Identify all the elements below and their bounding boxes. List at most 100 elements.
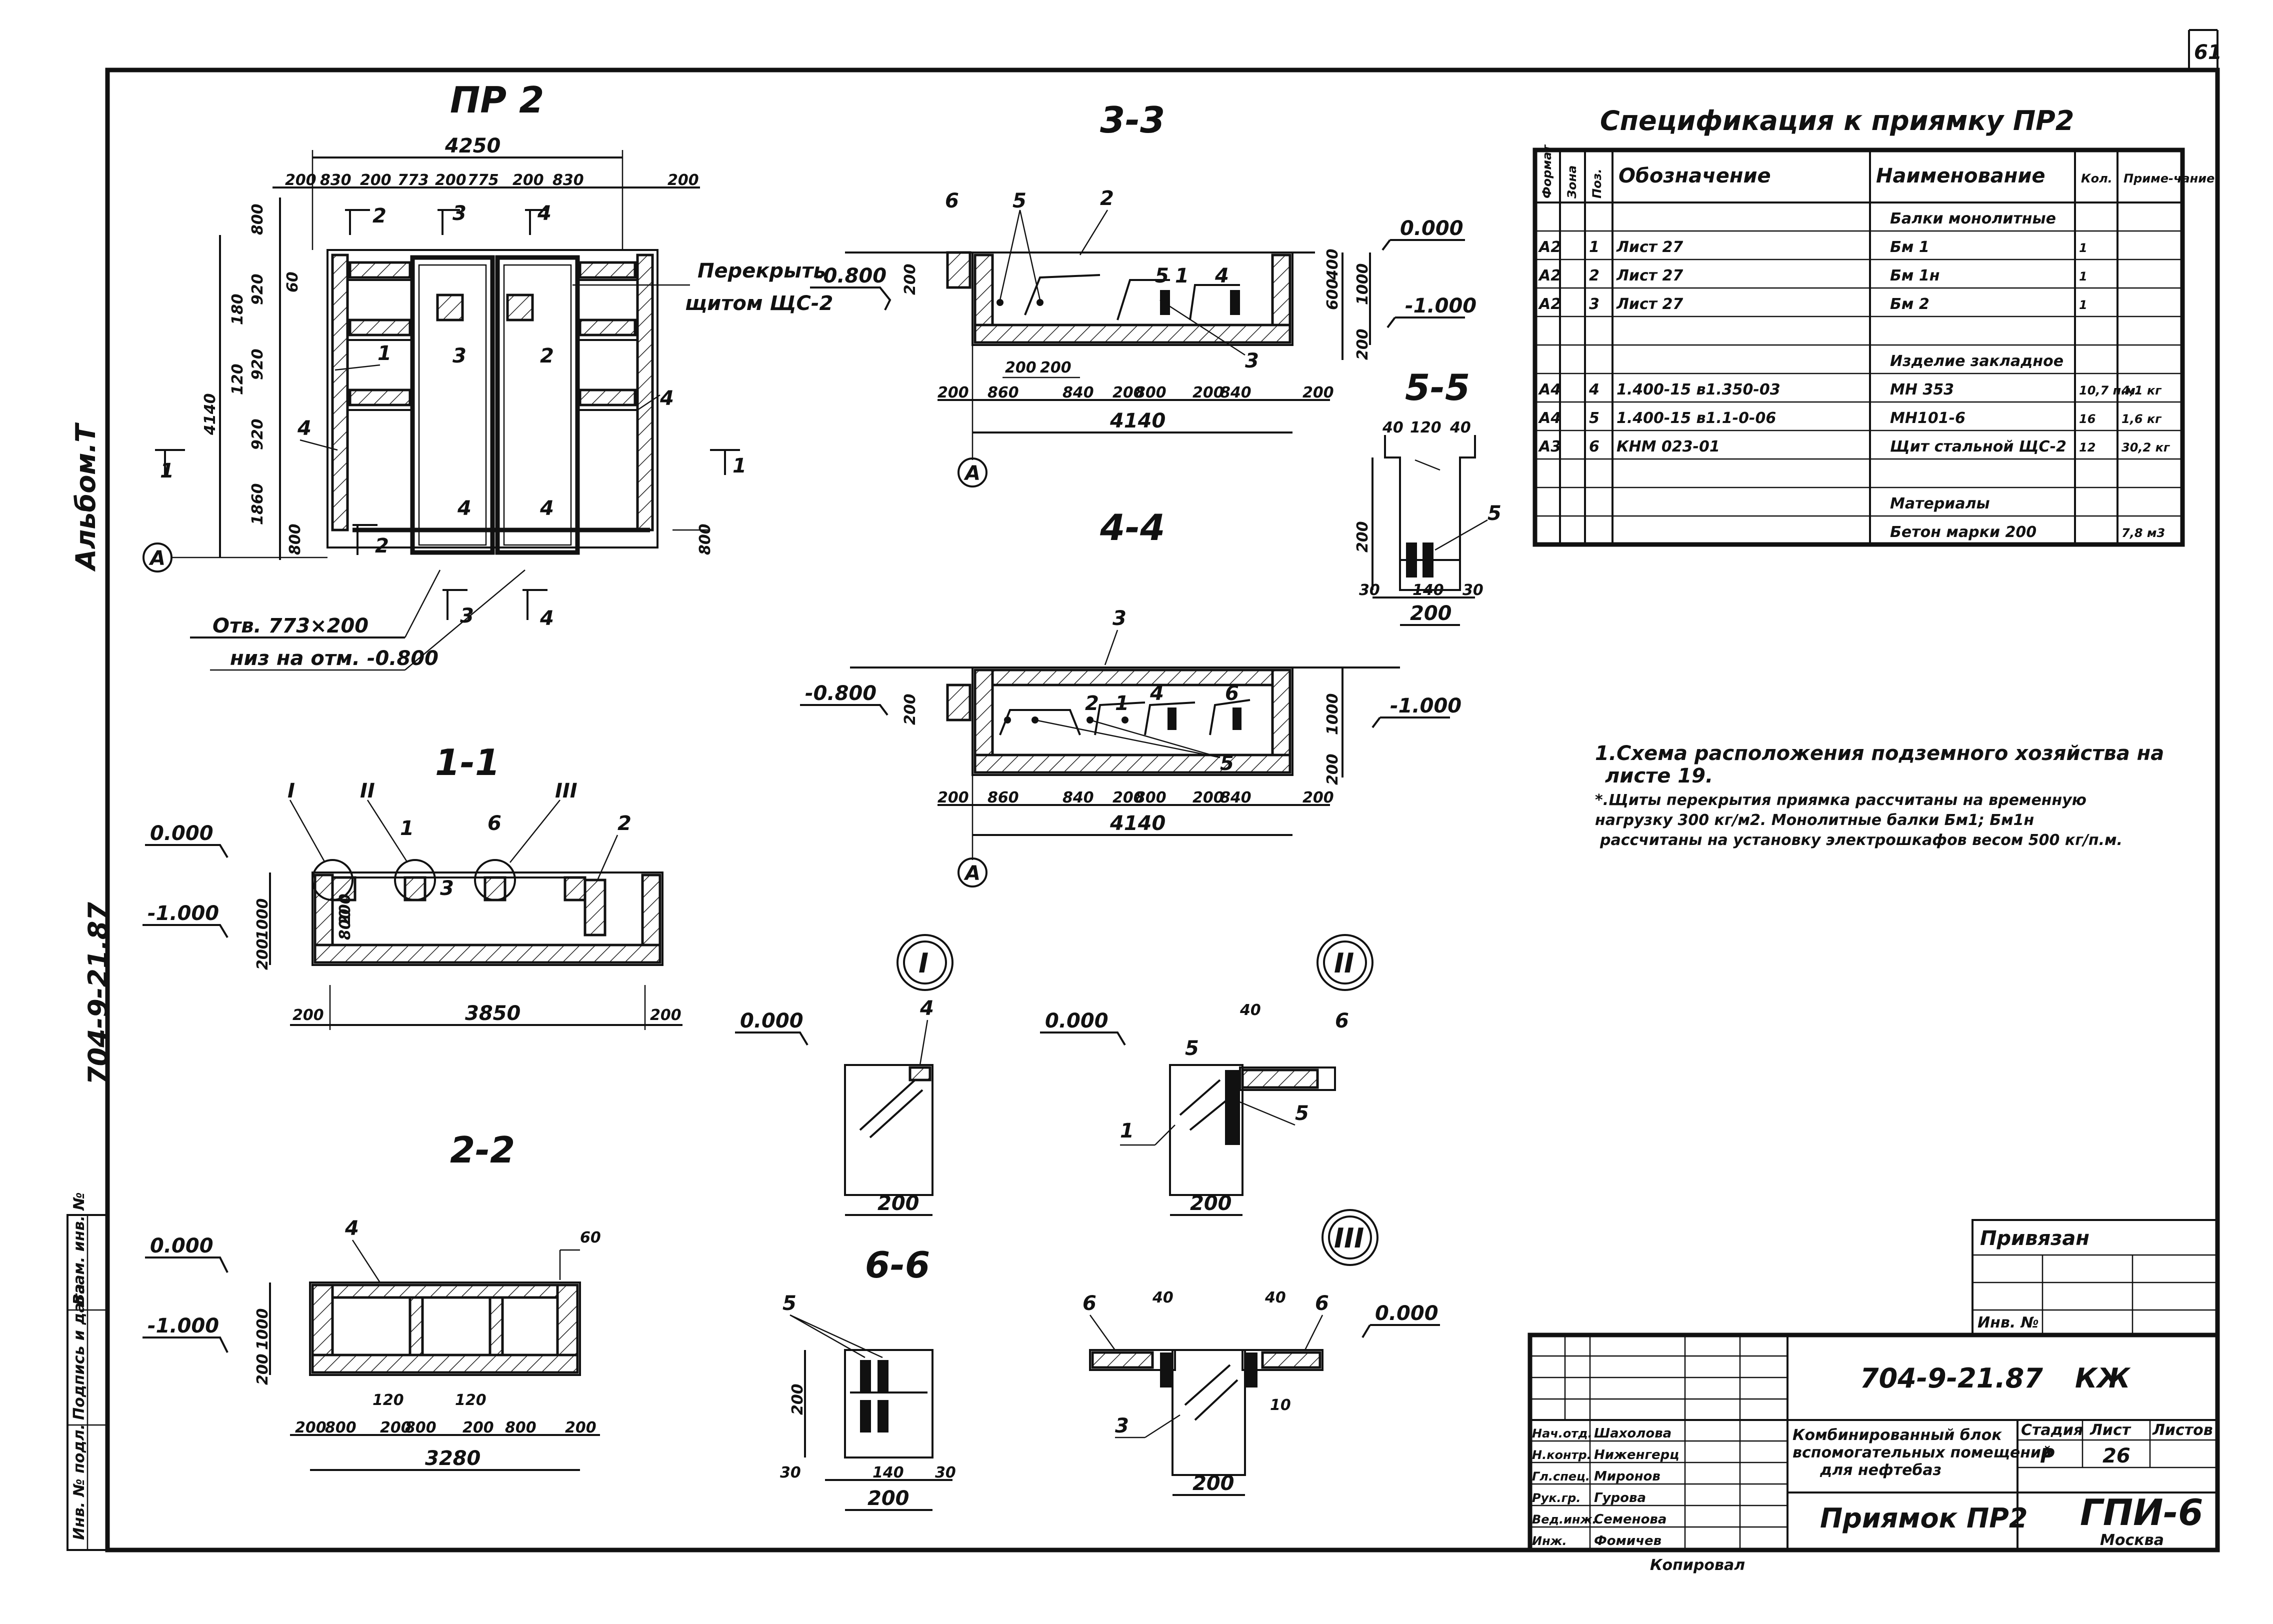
spec-header: Формат: [1540, 144, 1554, 198]
plan-part: 4: [297, 417, 312, 440]
stamp-city: Москва: [2100, 1532, 2164, 1549]
sec44-dim: 200: [1192, 789, 1224, 806]
sec33-level-right: 0.000: [1400, 217, 1464, 240]
detail-I: I 0.000 4 200: [735, 934, 954, 1216]
sec22-dim: 200: [462, 1419, 494, 1436]
sec22-overall: 3280: [425, 1447, 480, 1470]
section-5-5: 5-5 5 40 120 40 200 30 140 30 200: [1354, 366, 1502, 626]
detailIII-top-dim: 40: [1152, 1289, 1174, 1306]
sec33-level-left: -0.800: [815, 264, 886, 288]
sec11-part: 2: [618, 812, 632, 835]
signer-role: Инж.: [1532, 1534, 1567, 1548]
section-6-6: 6-6 5 200 30 140 30 200: [780, 1244, 956, 1511]
spec-header: Кол.: [2081, 172, 2112, 186]
plan-part: 2: [540, 344, 554, 368]
sec44-title: 4-4: [1100, 506, 1165, 548]
spec-cell: 7,8 м3: [2122, 526, 2165, 540]
spec-grid: [1532, 148, 2185, 547]
spec-cell: 3: [1589, 296, 1600, 313]
privyazan-inv: Инв. №: [1978, 1314, 2039, 1332]
sec44-dim: 200: [938, 789, 969, 806]
spec-header: Зона: [1565, 166, 1579, 199]
sec33-axis: А: [964, 462, 980, 485]
sec33-part: 5: [1012, 190, 1026, 212]
sec55-overall: 200: [1410, 602, 1452, 625]
sec66-bot-dim: 30: [935, 1464, 956, 1482]
sec44-dim: 840: [1062, 789, 1094, 806]
section-4-4: 4-4 3 2 1 4 6 5 -0.800 -1.000 200 1000 2…: [800, 506, 1462, 888]
sec11-rdim: 1000: [254, 898, 272, 940]
sec55-part: 5: [1488, 502, 1502, 525]
sec33-dim: 840: [1062, 384, 1094, 402]
sheet-frame: [105, 29, 2220, 1552]
sec44-dim: 200: [1302, 789, 1334, 806]
sec22-level-top: 0.000: [150, 1234, 214, 1258]
plan-title: ПР 2: [450, 79, 544, 121]
signer-role: Рук.гр.: [1532, 1491, 1580, 1505]
sec44-left-dim: 200: [902, 694, 919, 725]
sec33-part: 3: [1245, 350, 1259, 372]
stamp-sheet-title: Приямок ПР2: [1820, 1502, 2028, 1534]
sec11-part: 6: [488, 812, 502, 835]
detailIII-roman: III: [1334, 1222, 1364, 1254]
plan-dim: 200: [360, 172, 392, 189]
spec-title: Спецификация к приямку ПР2: [1600, 105, 2074, 136]
plan-note-1: Отв. 773×200: [212, 614, 368, 638]
plan-axis: А: [148, 547, 166, 570]
sec11-bottom-left: 200: [292, 1006, 324, 1024]
spec-header: Обозначение: [1618, 164, 1771, 188]
spec-cell: А2: [1538, 267, 1561, 284]
detailI-roman: I: [918, 948, 928, 979]
spec-cell: МН 353: [1890, 381, 1954, 398]
side-stamp: [66, 1214, 108, 1551]
sec33-dim2: 200: [1040, 359, 1072, 376]
spec-cell: Бм 1: [1890, 238, 1930, 256]
sec66-bot-dim: 30: [780, 1464, 801, 1482]
sec22-title: 2-2: [450, 1129, 515, 1171]
sec11-bottom-right: 200: [650, 1006, 682, 1024]
detailII-part: 5: [1185, 1037, 1199, 1060]
sec44-part: 2: [1085, 692, 1099, 715]
signer-name: Шахолова: [1594, 1426, 1672, 1441]
plan-section-mark: 1: [732, 454, 746, 478]
sec22-inner: 120: [372, 1392, 404, 1409]
sec33-dim2: 200: [1005, 359, 1036, 376]
page-number: 61: [2194, 41, 2222, 64]
sec33-dim: 860: [988, 384, 1019, 402]
spec-cell: КНМ 023-01: [1616, 438, 1720, 456]
spec-cell: 1: [2079, 241, 2088, 255]
sec22-dim: 200: [565, 1419, 596, 1436]
sec66-side-dim: 200: [789, 1384, 806, 1415]
sec11-inner: 200: [336, 894, 354, 925]
plan-ldim: 920: [249, 418, 266, 450]
detailIII-part: 6: [1082, 1292, 1096, 1315]
spec-cell: А2: [1538, 238, 1561, 256]
plan-ldim: 1860: [249, 484, 266, 526]
detail-II: II 0.000 40 6 5 1 5 200: [1040, 934, 1374, 1216]
plan-pr2: ПР 2 4250 200 830 200 773 200 775 200 83…: [142, 79, 833, 671]
spec-cell: 1,6 кг: [2122, 412, 2162, 426]
plan-ldim: 60: [284, 272, 302, 292]
sec22-level-mid: -1.000: [148, 1314, 219, 1338]
spec-cell: Лист 27: [1616, 267, 1683, 284]
stamp-project-2: вспомогательных помещений: [1792, 1444, 2052, 1462]
spec-cell: 16: [2079, 412, 2096, 426]
sec11-rdim: 200: [254, 938, 272, 970]
sec44-dim: 860: [988, 789, 1019, 806]
spec-cell: Бм 2: [1890, 296, 1930, 313]
sec11-callout: III: [555, 780, 578, 802]
section-1-1: 1-1 I II III 1 3 6 2 0.000 -1.000 1000 2…: [142, 742, 682, 1030]
spec-cell: 12: [2079, 440, 2096, 454]
title-block: [1528, 1332, 2220, 1552]
plan-ldim: 180: [229, 294, 246, 325]
spec-cell: 4,1 кг: [2121, 384, 2162, 398]
spec-cell: Изделие закладное: [1890, 352, 2064, 370]
plan-section-mark: 3: [460, 604, 474, 628]
detailII-roman: II: [1334, 948, 1354, 979]
sec22-dim: 800: [505, 1419, 536, 1436]
plan-callout-1: Перекрыть: [698, 260, 826, 282]
stamp-signers: Нач.отд.ШахоловаН.контр.НиженгерцГл.спец…: [1532, 1426, 1680, 1548]
album-side-label: Альбом.Т: [70, 422, 102, 572]
sec11-level-top: 0.000: [150, 822, 214, 845]
signer-name: Фомичев: [1594, 1534, 1662, 1548]
